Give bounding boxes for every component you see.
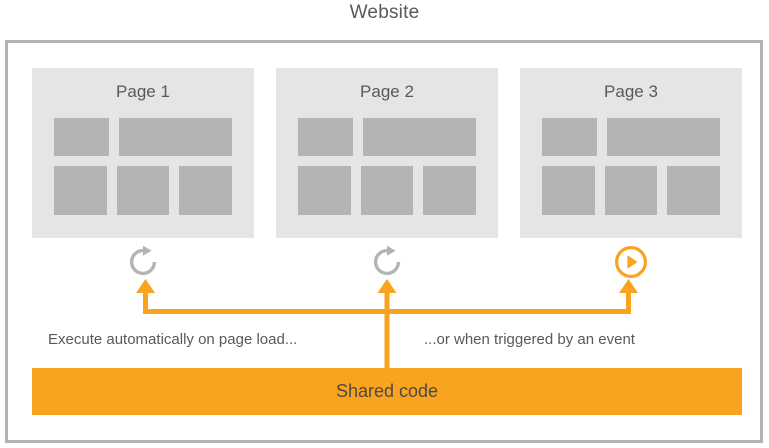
shared-code-label: Shared code (335, 381, 439, 401)
block-row-bottom (54, 166, 232, 215)
page-card-2-blocks (298, 118, 476, 215)
trigger-icon-slot-2 (364, 239, 410, 285)
caption-event-trigger: ...or when triggered by an event (424, 331, 635, 348)
content-block (542, 166, 595, 215)
shared-code-bar: Shared code (32, 368, 742, 415)
connector-riser-left (143, 291, 148, 313)
block-row-bottom (298, 166, 476, 215)
page-card-3-blocks (542, 118, 720, 215)
block-row-top (298, 118, 476, 156)
content-block (607, 118, 720, 156)
trigger-icon-slot-3 (608, 239, 654, 285)
caption-page-load: Execute automatically on page load... (48, 331, 298, 348)
refresh-icon (373, 245, 401, 276)
connector-riser-right (626, 291, 631, 313)
content-block (116, 166, 170, 215)
website-frame: Page 1 Page 2 (5, 40, 763, 443)
page-card-1: Page 1 (32, 68, 254, 238)
trigger-icons-row (32, 239, 742, 285)
content-block (667, 166, 720, 215)
content-block (423, 166, 476, 215)
connector-riser-center (384, 291, 390, 371)
page-card-1-blocks (54, 118, 232, 215)
page-card-1-title: Page 1 (116, 82, 170, 101)
page-cards-row: Page 1 Page 2 (32, 68, 742, 238)
connector-horizontal-bus (143, 309, 631, 314)
block-row-bottom (542, 166, 720, 215)
content-block (54, 118, 109, 156)
play-circle-icon (615, 246, 647, 278)
page-card-2-title: Page 2 (360, 82, 414, 101)
block-row-top (542, 118, 720, 156)
content-block (179, 166, 232, 215)
content-block (604, 166, 658, 215)
page-title: Website (349, 2, 420, 23)
page-card-3-title: Page 3 (604, 82, 658, 101)
refresh-icon (129, 245, 157, 276)
page-card-2: Page 2 (276, 68, 498, 238)
content-block (119, 118, 232, 156)
page-card-3: Page 3 (520, 68, 742, 238)
block-row-top (54, 118, 232, 156)
content-block (363, 118, 476, 156)
content-block (360, 166, 414, 215)
content-block (542, 118, 597, 156)
content-block (54, 166, 107, 215)
content-block (298, 118, 353, 156)
content-block (298, 166, 351, 215)
trigger-icon-slot-1 (120, 239, 166, 285)
